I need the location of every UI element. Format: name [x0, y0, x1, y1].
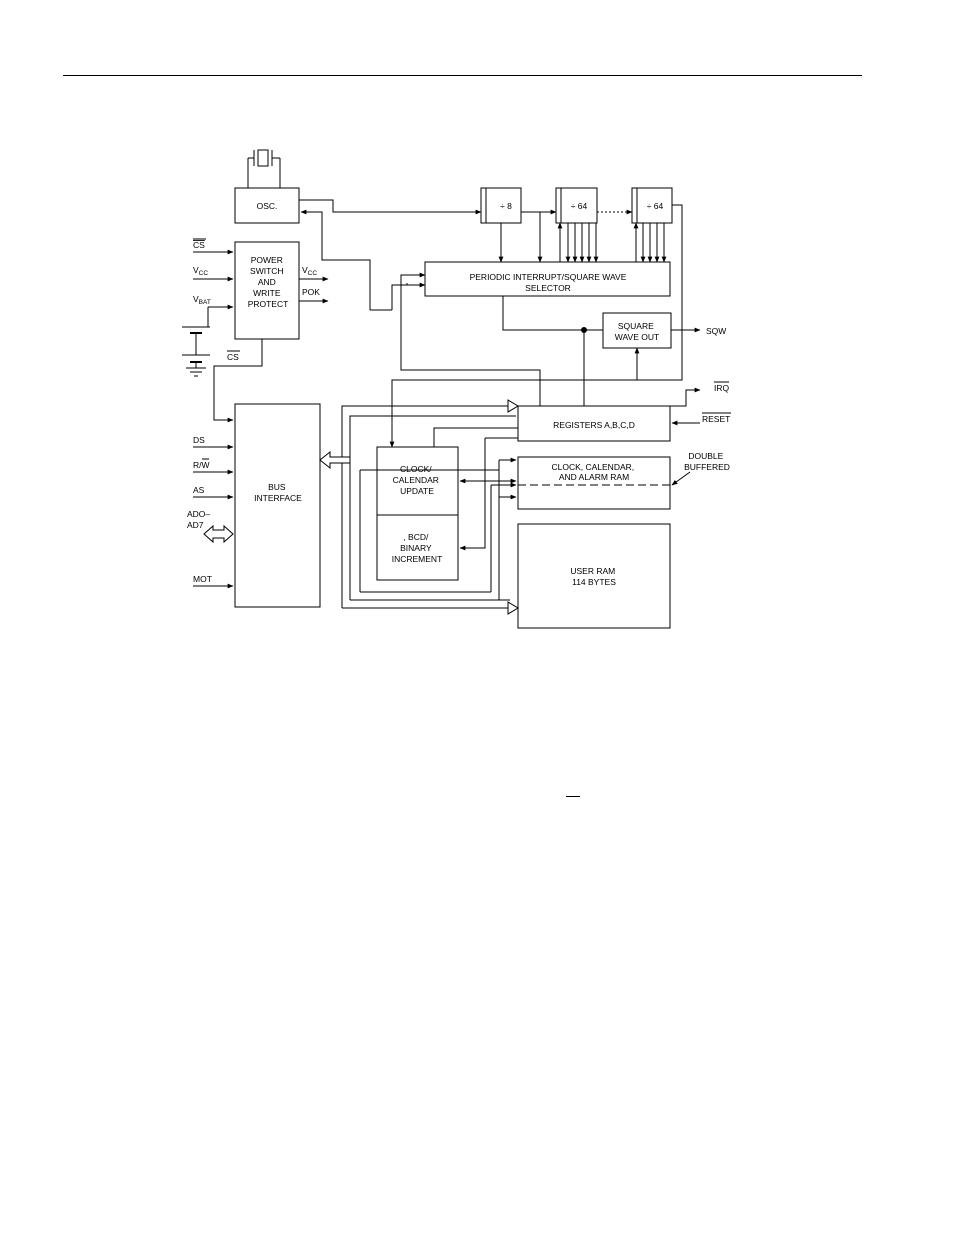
ds-label: DS [193, 435, 205, 445]
periodic-label-line2: SELECTOR [525, 283, 571, 293]
user-ram-block [517, 523, 671, 629]
clock-update-label: CLOCK/ CALENDAR UPDATE [393, 464, 442, 496]
vcc-input-label: VCC [193, 265, 208, 277]
vcc-output-label: VCC [302, 265, 317, 277]
sqw-label: SQW [706, 326, 726, 336]
double-buffered-label: DOUBLE BUFFERED [684, 451, 730, 472]
battery-icon [182, 326, 210, 368]
clock-calendar-ram-label: CLOCK, CALENDAR, AND ALARM RAM [551, 462, 636, 482]
bus-interface-label: BUS INTERFACE [254, 482, 302, 503]
bcd-increment-label: , BCD/ BINARY INCREMENT [392, 532, 443, 564]
pok-label: POK [302, 287, 320, 297]
data-bus-arrow-icon [203, 524, 234, 544]
cs-output-label: CS [227, 352, 239, 362]
power-switch-block [234, 241, 300, 340]
irq-label: IRQ [714, 383, 730, 393]
divider-64b-label: ÷ 64 [647, 201, 664, 211]
ground-icon [186, 367, 206, 377]
as-label: AS [193, 485, 205, 495]
mot-label: MOT [193, 574, 212, 584]
periodic-label-line1: PERIODIC INTERRUPT/SQUARE WAVE [470, 272, 627, 282]
registers-label: REGISTERS A,B,C,D [553, 420, 635, 430]
registers-block [517, 405, 671, 442]
user-ram-label: USER RAM 114 BYTES [570, 566, 617, 587]
ad-bus-label: ADO– AD7 [187, 509, 213, 530]
square-wave-label: SQUARE WAVE OUT [615, 321, 659, 342]
divider-64a-label: ÷ 64 [571, 201, 588, 211]
power-label: POWER SWITCH AND WRITE PROTECT [248, 255, 289, 309]
clock-calendar-ram-block [517, 456, 671, 510]
cs-input-label: CS [193, 240, 205, 250]
osc-block [234, 187, 300, 224]
osc-label: OSC. [257, 201, 278, 211]
crystal-icon [247, 149, 281, 188]
stray-overbar [566, 796, 580, 797]
periodic-interrupt-block [424, 261, 671, 297]
divider-8-label: ÷ 8 [500, 201, 512, 211]
bus-arrow-icon [319, 450, 351, 470]
divider-8-block [480, 187, 522, 224]
bus-interface-block [234, 403, 321, 608]
reset-label: RESET [702, 414, 730, 424]
page-header-rule [63, 75, 862, 76]
clock-update-block [376, 446, 459, 581]
rw-label: R/W [193, 460, 210, 470]
vbat-input-label: VBAT [193, 294, 211, 306]
divider-64a-block [555, 187, 598, 224]
